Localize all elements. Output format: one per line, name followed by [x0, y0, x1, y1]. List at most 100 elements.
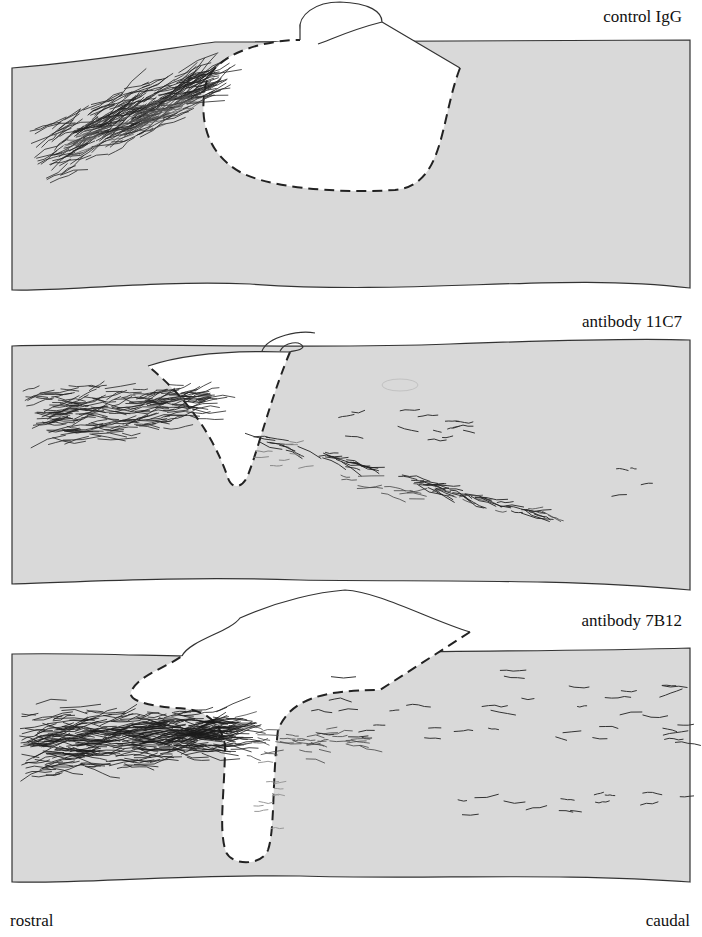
axon-fiber: [74, 404, 107, 420]
axon-fiber: [475, 498, 501, 507]
axon-fiber: [62, 429, 77, 431]
axis-label: rostral: [10, 912, 53, 931]
axon-fiber: [543, 512, 561, 522]
axon-fiber: [109, 729, 127, 736]
axon-fiber: [36, 699, 66, 704]
axon-fiber: [83, 128, 105, 135]
axon-fiber: [79, 406, 107, 414]
axon-fiber: [662, 686, 687, 688]
lesion-cavity: [131, 590, 470, 862]
axon-fiber: [665, 738, 684, 740]
axon-fiber: [578, 706, 587, 707]
axon-fiber: [65, 436, 89, 444]
axon-fiber: [266, 437, 288, 441]
axon-fiber: [341, 475, 350, 477]
axon-fiber: [612, 495, 627, 497]
axon-fiber: [105, 384, 135, 389]
axon-fiber: [504, 801, 525, 803]
axon-fiber: [236, 727, 252, 730]
axon-fiber: [138, 748, 169, 751]
axon-fiber: [245, 433, 275, 440]
axon-fiber: [600, 726, 618, 728]
axon-fiber: [663, 728, 677, 731]
axon-fiber: [621, 691, 636, 692]
axon-fiber: [26, 756, 56, 763]
axon-fiber: [65, 106, 89, 120]
axon-fiber: [521, 513, 553, 519]
lesion-outline-solid: [182, 590, 470, 656]
axon-fiber: [61, 389, 79, 391]
axon-fiber: [48, 409, 77, 420]
axon-fiber: [91, 128, 124, 138]
axon-fiber: [265, 752, 278, 755]
axon-fiber: [205, 739, 221, 740]
axon-fiber: [78, 733, 107, 738]
axon-fiber: [36, 125, 69, 147]
axon-fiber: [398, 426, 418, 431]
axon-fiber: [271, 828, 283, 829]
axon-fiber: [122, 705, 137, 714]
axon-fiber: [256, 451, 273, 452]
axon-fiber: [500, 670, 526, 671]
axon-fiber: [196, 79, 227, 96]
axon-fiber: [136, 425, 159, 429]
axon-fiber: [65, 430, 93, 431]
axon-fiber: [643, 792, 662, 794]
axon-fiber: [92, 727, 128, 733]
axon-fiber: [125, 764, 154, 770]
axon-fiber: [32, 774, 60, 777]
axon-fiber: [225, 722, 241, 724]
axon-fiber: [252, 741, 269, 745]
axon-fiber: [135, 410, 149, 411]
axon-fiber: [100, 423, 124, 427]
axon-fiber: [109, 412, 130, 414]
axon-fiber: [86, 154, 108, 160]
axon-fiber: [298, 447, 321, 459]
axon-fiber: [267, 781, 279, 783]
axon-fiber: [99, 124, 136, 137]
axon-fiber: [491, 710, 516, 715]
lesion-cavity: [203, 2, 460, 191]
axon-fiber: [232, 745, 244, 746]
axon-fiber: [236, 712, 257, 718]
axon-fiber: [342, 479, 357, 480]
axon-fiber: [202, 753, 240, 760]
faint-outline: [382, 379, 418, 391]
axon-fiber: [22, 715, 36, 717]
axon-fiber: [181, 382, 211, 396]
axon-fiber: [300, 750, 312, 752]
axon-fiber: [53, 727, 77, 737]
axon-fiber: [37, 398, 54, 399]
axon-fiber: [217, 697, 250, 712]
axon-fiber: [65, 736, 86, 740]
axon-fiber: [148, 714, 166, 717]
axon-fiber: [160, 740, 183, 743]
axon-fiber: [254, 742, 266, 744]
axon-fiber: [151, 416, 169, 419]
axon-fiber: [231, 748, 258, 750]
axon-fiber: [429, 727, 441, 728]
axon-fiber: [153, 421, 167, 424]
axon-fiber: [187, 103, 201, 104]
axon-fiber: [43, 740, 78, 746]
axon-fiber: [153, 86, 179, 108]
axon-fiber: [189, 57, 228, 77]
axon-fiber: [56, 764, 83, 774]
axon-fiber: [394, 490, 412, 491]
axon-fiber: [256, 730, 279, 734]
axon-fiber: [311, 742, 327, 747]
axon-fiber: [26, 772, 52, 774]
axon-fiber: [92, 750, 124, 756]
axon-fiber: [135, 397, 149, 400]
axon-fiber: [65, 753, 92, 755]
axon-fiber: [357, 485, 381, 488]
axon-fiber: [425, 738, 441, 739]
axon-fiber: [136, 115, 157, 129]
axon-fiber: [563, 731, 581, 733]
axon-fiber: [186, 751, 214, 755]
axon-fiber: [60, 404, 78, 406]
axon-fiber: [307, 735, 324, 738]
axon-fiber: [175, 733, 204, 738]
axon-fiber: [319, 750, 330, 753]
axon-fiber: [347, 460, 378, 468]
